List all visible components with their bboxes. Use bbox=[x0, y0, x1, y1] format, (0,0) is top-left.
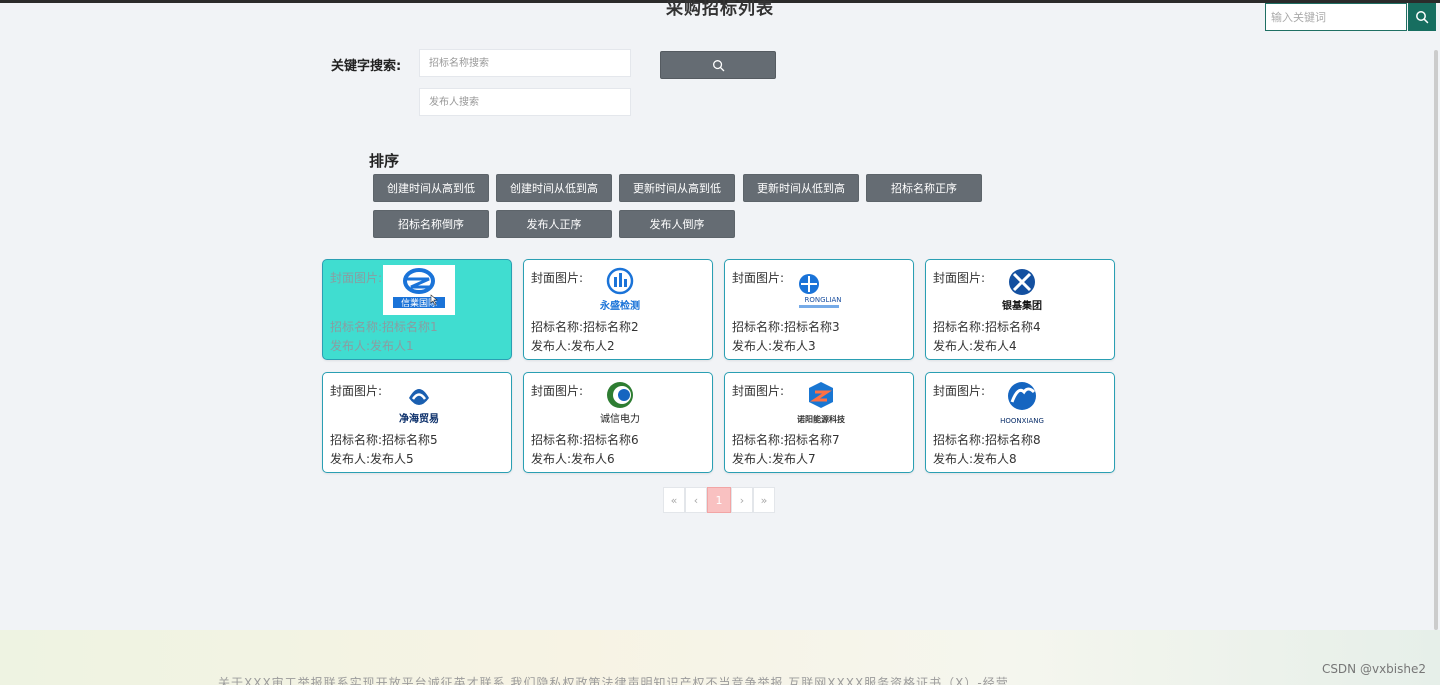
cover-label: 封面图片: bbox=[531, 384, 584, 398]
svg-text:诺阳能源科技: 诺阳能源科技 bbox=[797, 414, 846, 424]
tender-card[interactable]: 封面图片: 诺阳能源科技 招标名称:招标名称7 发布人:发布人7 bbox=[724, 372, 914, 473]
tender-name: 招标名称:招标名称5 bbox=[330, 433, 438, 447]
cover-label: 封面图片: bbox=[732, 384, 785, 398]
pagination: « ‹ 1 › » bbox=[663, 487, 775, 513]
xinye-logo: 信業国际 bbox=[383, 265, 455, 315]
footer-links[interactable]: 关于XXX审工举报联系实现开放平台诚征英才联系 我们隐私权政策法律声明知识产权不… bbox=[218, 676, 1009, 685]
tender-name: 招标名称:招标名称3 bbox=[732, 320, 840, 334]
tender-name: 招标名称:招标名称6 bbox=[531, 433, 639, 447]
tender-name: 招标名称:招标名称1 bbox=[330, 320, 438, 334]
tender-name: 招标名称:招标名称2 bbox=[531, 320, 639, 334]
tender-publisher: 发布人:发布人3 bbox=[732, 339, 816, 353]
yinji-logo: 银基集团 bbox=[1002, 269, 1042, 312]
jinghai-logo: 净海贸易 bbox=[399, 389, 439, 425]
sort-created-asc-button[interactable]: 创建时间从低到高 bbox=[496, 174, 612, 202]
sort-updated-desc-button[interactable]: 更新时间从高到低 bbox=[619, 174, 735, 202]
ronglian-logo: RONGLIAN bbox=[799, 274, 842, 308]
svg-text:永盛检测: 永盛检测 bbox=[599, 299, 640, 312]
tender-name: 招标名称:招标名称8 bbox=[933, 433, 1041, 447]
svg-text:信業国际: 信業国际 bbox=[401, 297, 437, 309]
prev-page-button[interactable]: ‹ bbox=[685, 487, 707, 513]
tender-card[interactable]: 封面图片: 净海贸易 招标名称:招标名称5 发布人:发布人5 bbox=[322, 372, 512, 473]
tender-publisher: 发布人:发布人7 bbox=[732, 452, 816, 466]
tender-card[interactable]: 封面图片: 银基集团 招标名称:招标名称4 发布人:发布人4 bbox=[925, 259, 1115, 360]
top-search-input[interactable] bbox=[1265, 3, 1407, 31]
tender-card[interactable]: 封面图片: 永盛检测 招标名称:招标名称2 发布人:发布人2 bbox=[523, 259, 713, 360]
hoonxiang-logo: HOONXIANG bbox=[1000, 382, 1044, 425]
sort-name-desc-button[interactable]: 招标名称倒序 bbox=[373, 210, 489, 238]
sort-publisher-desc-button[interactable]: 发布人倒序 bbox=[619, 210, 735, 238]
cover-label: 封面图片: bbox=[732, 271, 785, 285]
tender-publisher: 发布人:发布人4 bbox=[933, 339, 1017, 353]
cover-label: 封面图片: bbox=[933, 271, 986, 285]
keyword-search-label: 关键字搜索: bbox=[331, 59, 402, 74]
tender-publisher: 发布人:发布人8 bbox=[933, 452, 1017, 466]
watermark: CSDN @vxbishe2 bbox=[1321, 662, 1426, 676]
top-border bbox=[0, 0, 1440, 3]
tender-publisher: 发布人:发布人5 bbox=[330, 452, 414, 466]
scrollbar[interactable] bbox=[1434, 50, 1438, 630]
first-page-button[interactable]: « bbox=[663, 487, 685, 513]
svg-text:RONGLIAN: RONGLIAN bbox=[804, 296, 841, 304]
search-button[interactable] bbox=[660, 51, 776, 79]
last-page-button[interactable]: » bbox=[753, 487, 775, 513]
sort-name-asc-button[interactable]: 招标名称正序 bbox=[866, 174, 982, 202]
tender-card[interactable]: 封面图片: 诚信电力 招标名称:招标名称6 发布人:发布人6 bbox=[523, 372, 713, 473]
sort-title: 排序 bbox=[369, 152, 400, 170]
tender-card[interactable]: 封面图片: RONGLIAN 招标名称:招标名称3 发布人:发布人3 bbox=[724, 259, 914, 360]
tender-publisher: 发布人:发布人2 bbox=[531, 339, 615, 353]
tender-card[interactable]: 封面图片: 信業国际 招标名称:招标名称1 发布人:发布人1 bbox=[322, 259, 512, 360]
cover-label: 封面图片: bbox=[531, 271, 584, 285]
cover-label: 封面图片: bbox=[933, 384, 986, 398]
tender-publisher: 发布人:发布人6 bbox=[531, 452, 615, 466]
svg-text:净海贸易: 净海贸易 bbox=[399, 412, 439, 425]
svg-text:银基集团: 银基集团 bbox=[1002, 299, 1042, 312]
tender-publisher: 发布人:发布人1 bbox=[330, 339, 414, 353]
tender-name: 招标名称:招标名称7 bbox=[732, 433, 840, 447]
search-icon bbox=[712, 59, 724, 71]
energy-logo: 诺阳能源科技 bbox=[797, 382, 846, 424]
footer-background bbox=[0, 630, 1440, 685]
svg-text:诚信电力: 诚信电力 bbox=[600, 412, 640, 425]
sort-publisher-asc-button[interactable]: 发布人正序 bbox=[496, 210, 612, 238]
tender-name: 招标名称:招标名称4 bbox=[933, 320, 1041, 334]
tender-name-search-input[interactable] bbox=[419, 49, 631, 77]
chengxin-logo: 诚信电力 bbox=[600, 382, 640, 425]
page-title: 采购招标列表 bbox=[666, 0, 774, 19]
next-page-button[interactable]: › bbox=[731, 487, 753, 513]
svg-text:HOONXIANG: HOONXIANG bbox=[1000, 417, 1044, 425]
yongsheng-logo: 永盛检测 bbox=[599, 267, 640, 312]
search-icon bbox=[1416, 11, 1429, 24]
tender-card[interactable]: 封面图片: HOONXIANG 招标名称:招标名称8 发布人:发布人8 bbox=[925, 372, 1115, 473]
current-page-button[interactable]: 1 bbox=[707, 487, 731, 513]
cover-label: 封面图片: bbox=[330, 384, 383, 398]
top-search-button[interactable] bbox=[1408, 3, 1436, 31]
sort-created-desc-button[interactable]: 创建时间从高到低 bbox=[373, 174, 489, 202]
sort-updated-asc-button[interactable]: 更新时间从低到高 bbox=[743, 174, 859, 202]
top-search bbox=[1265, 3, 1436, 31]
cover-label: 封面图片: bbox=[330, 271, 383, 285]
publisher-search-input[interactable] bbox=[419, 88, 631, 116]
